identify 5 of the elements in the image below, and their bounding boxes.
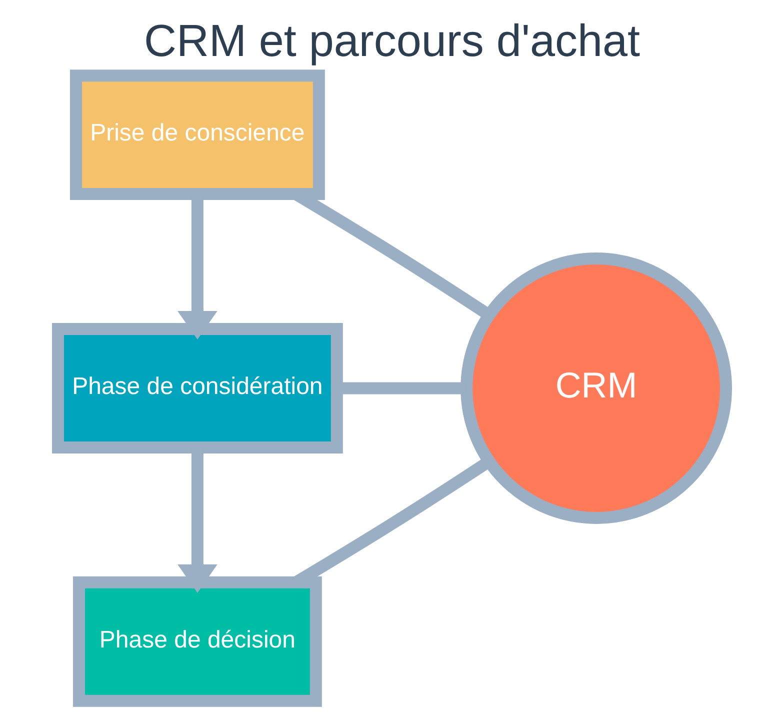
- node-box: Prise de conscience: [70, 70, 324, 200]
- node-box: Phase de considération: [52, 323, 342, 454]
- node-circle: CRM: [460, 252, 732, 524]
- node-box: Phase de décision: [72, 576, 322, 707]
- diagram-title: CRM et parcours d'achat: [144, 15, 640, 66]
